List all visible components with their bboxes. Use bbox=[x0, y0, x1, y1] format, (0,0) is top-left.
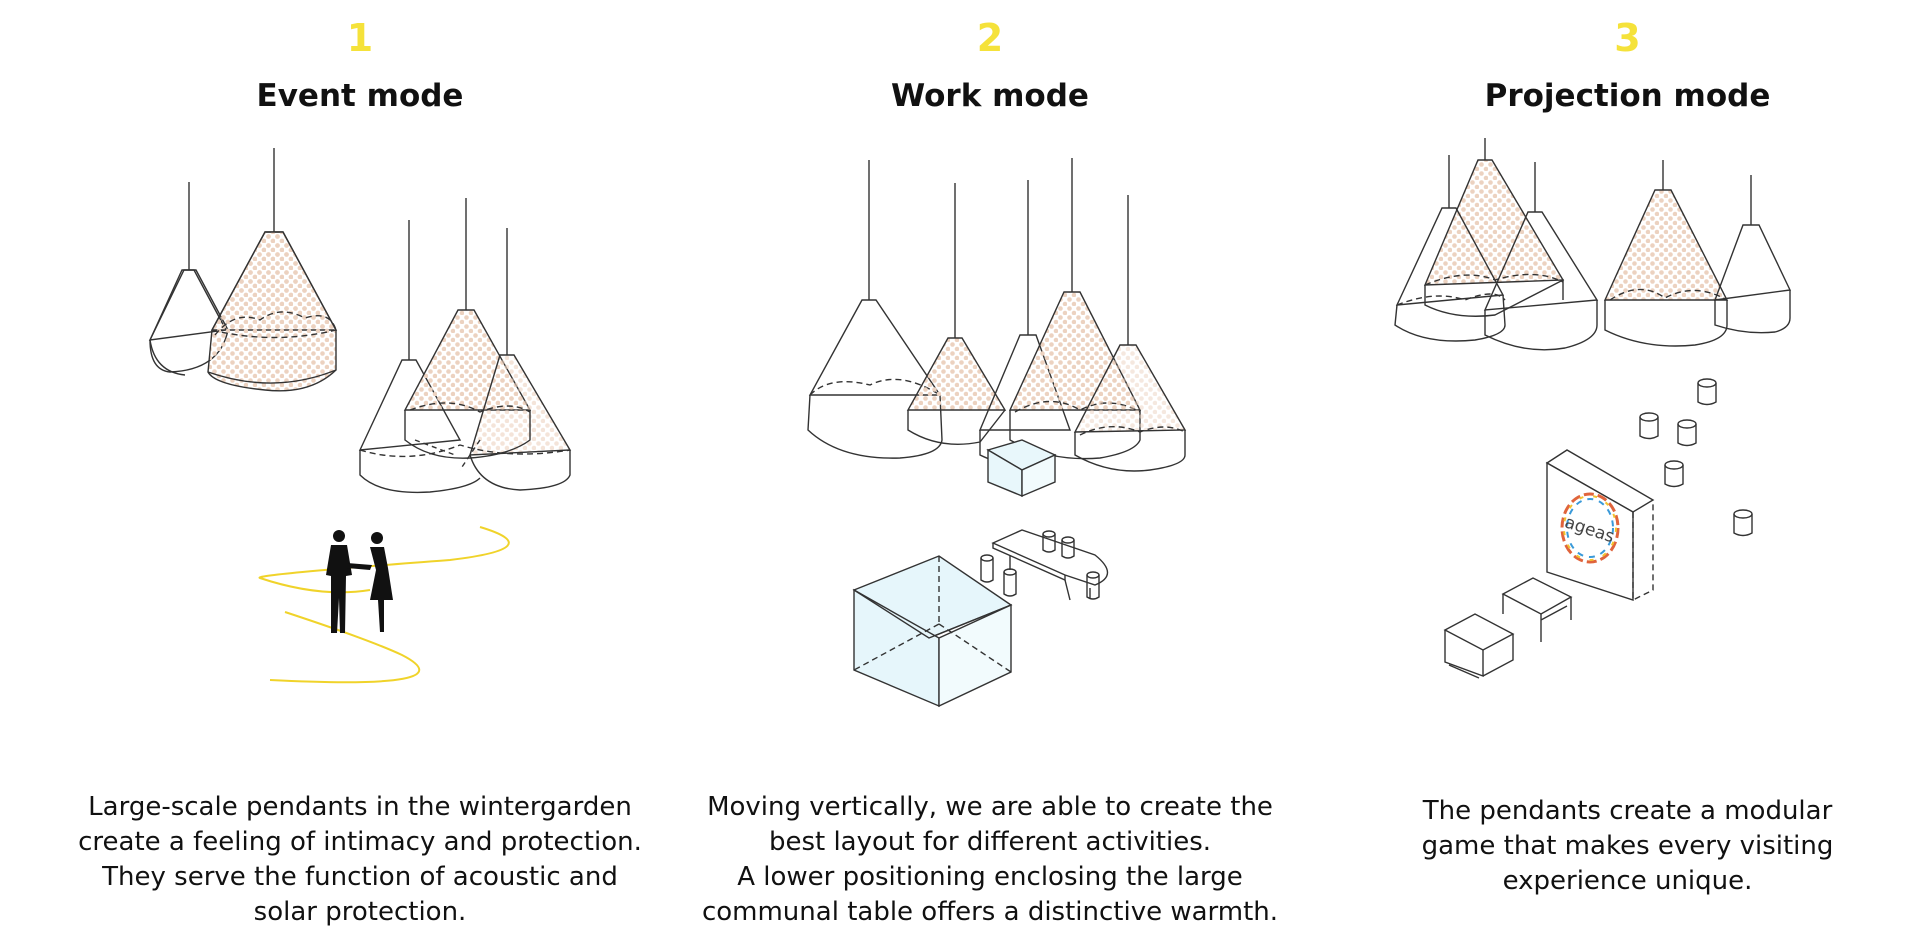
mode-title: Work mode bbox=[891, 78, 1089, 114]
mode-number: 1 bbox=[346, 16, 374, 60]
circulation-path bbox=[258, 526, 510, 684]
mode-title: Projection mode bbox=[1484, 78, 1771, 114]
communal-table bbox=[980, 529, 1109, 601]
event-mode-illustration bbox=[148, 148, 572, 684]
mode-description: Moving vertically, we are able to create… bbox=[680, 790, 1300, 930]
mode-description: Large-scale pendants in the wintergarden… bbox=[50, 790, 670, 930]
description-line: A lower positioning enclosing the large bbox=[737, 862, 1243, 892]
mode-column-projection: 3 Projection mode bbox=[1335, 0, 1920, 950]
mode-number: 2 bbox=[976, 16, 1004, 60]
description-line: solar protection. bbox=[253, 897, 467, 927]
pendant-cluster-left bbox=[148, 148, 338, 392]
description-line: They serve the function of acoustic and bbox=[102, 862, 618, 892]
stools bbox=[1639, 378, 1753, 537]
description-line: best layout for different activities. bbox=[768, 827, 1212, 857]
pendant-cluster bbox=[1394, 138, 1792, 351]
projection-mode-illustration: ageas bbox=[1394, 138, 1792, 679]
projection-screen: ageas bbox=[1545, 449, 1655, 602]
description-line: create a feeling of intimacy and protect… bbox=[78, 827, 642, 857]
work-mode-illustration bbox=[807, 158, 1187, 708]
description-line: Moving vertically, we are able to create… bbox=[707, 792, 1273, 822]
pendant-cluster bbox=[807, 158, 1187, 472]
description-line: communal table offers a distinctive warm… bbox=[701, 897, 1279, 927]
mode-number: 3 bbox=[1614, 16, 1641, 60]
glass-cube-small bbox=[986, 439, 1057, 498]
description-line: The pendants create a modular bbox=[1422, 796, 1833, 826]
description-line: Large-scale pendants in the wintergarden bbox=[88, 792, 632, 822]
mode-column-event: 1 Event mode bbox=[50, 0, 670, 950]
people-silhouette bbox=[326, 530, 393, 633]
description-line: game that makes every visiting bbox=[1421, 831, 1834, 861]
benches bbox=[1443, 577, 1573, 679]
mode-column-work: 2 Work mode bbox=[680, 0, 1300, 950]
mode-description: The pendants create a modular game that … bbox=[1335, 794, 1920, 899]
glass-box-large bbox=[852, 555, 1013, 708]
mode-title: Event mode bbox=[256, 78, 464, 114]
description-line: experience unique. bbox=[1502, 866, 1753, 896]
pendant-cluster-right bbox=[358, 198, 572, 494]
